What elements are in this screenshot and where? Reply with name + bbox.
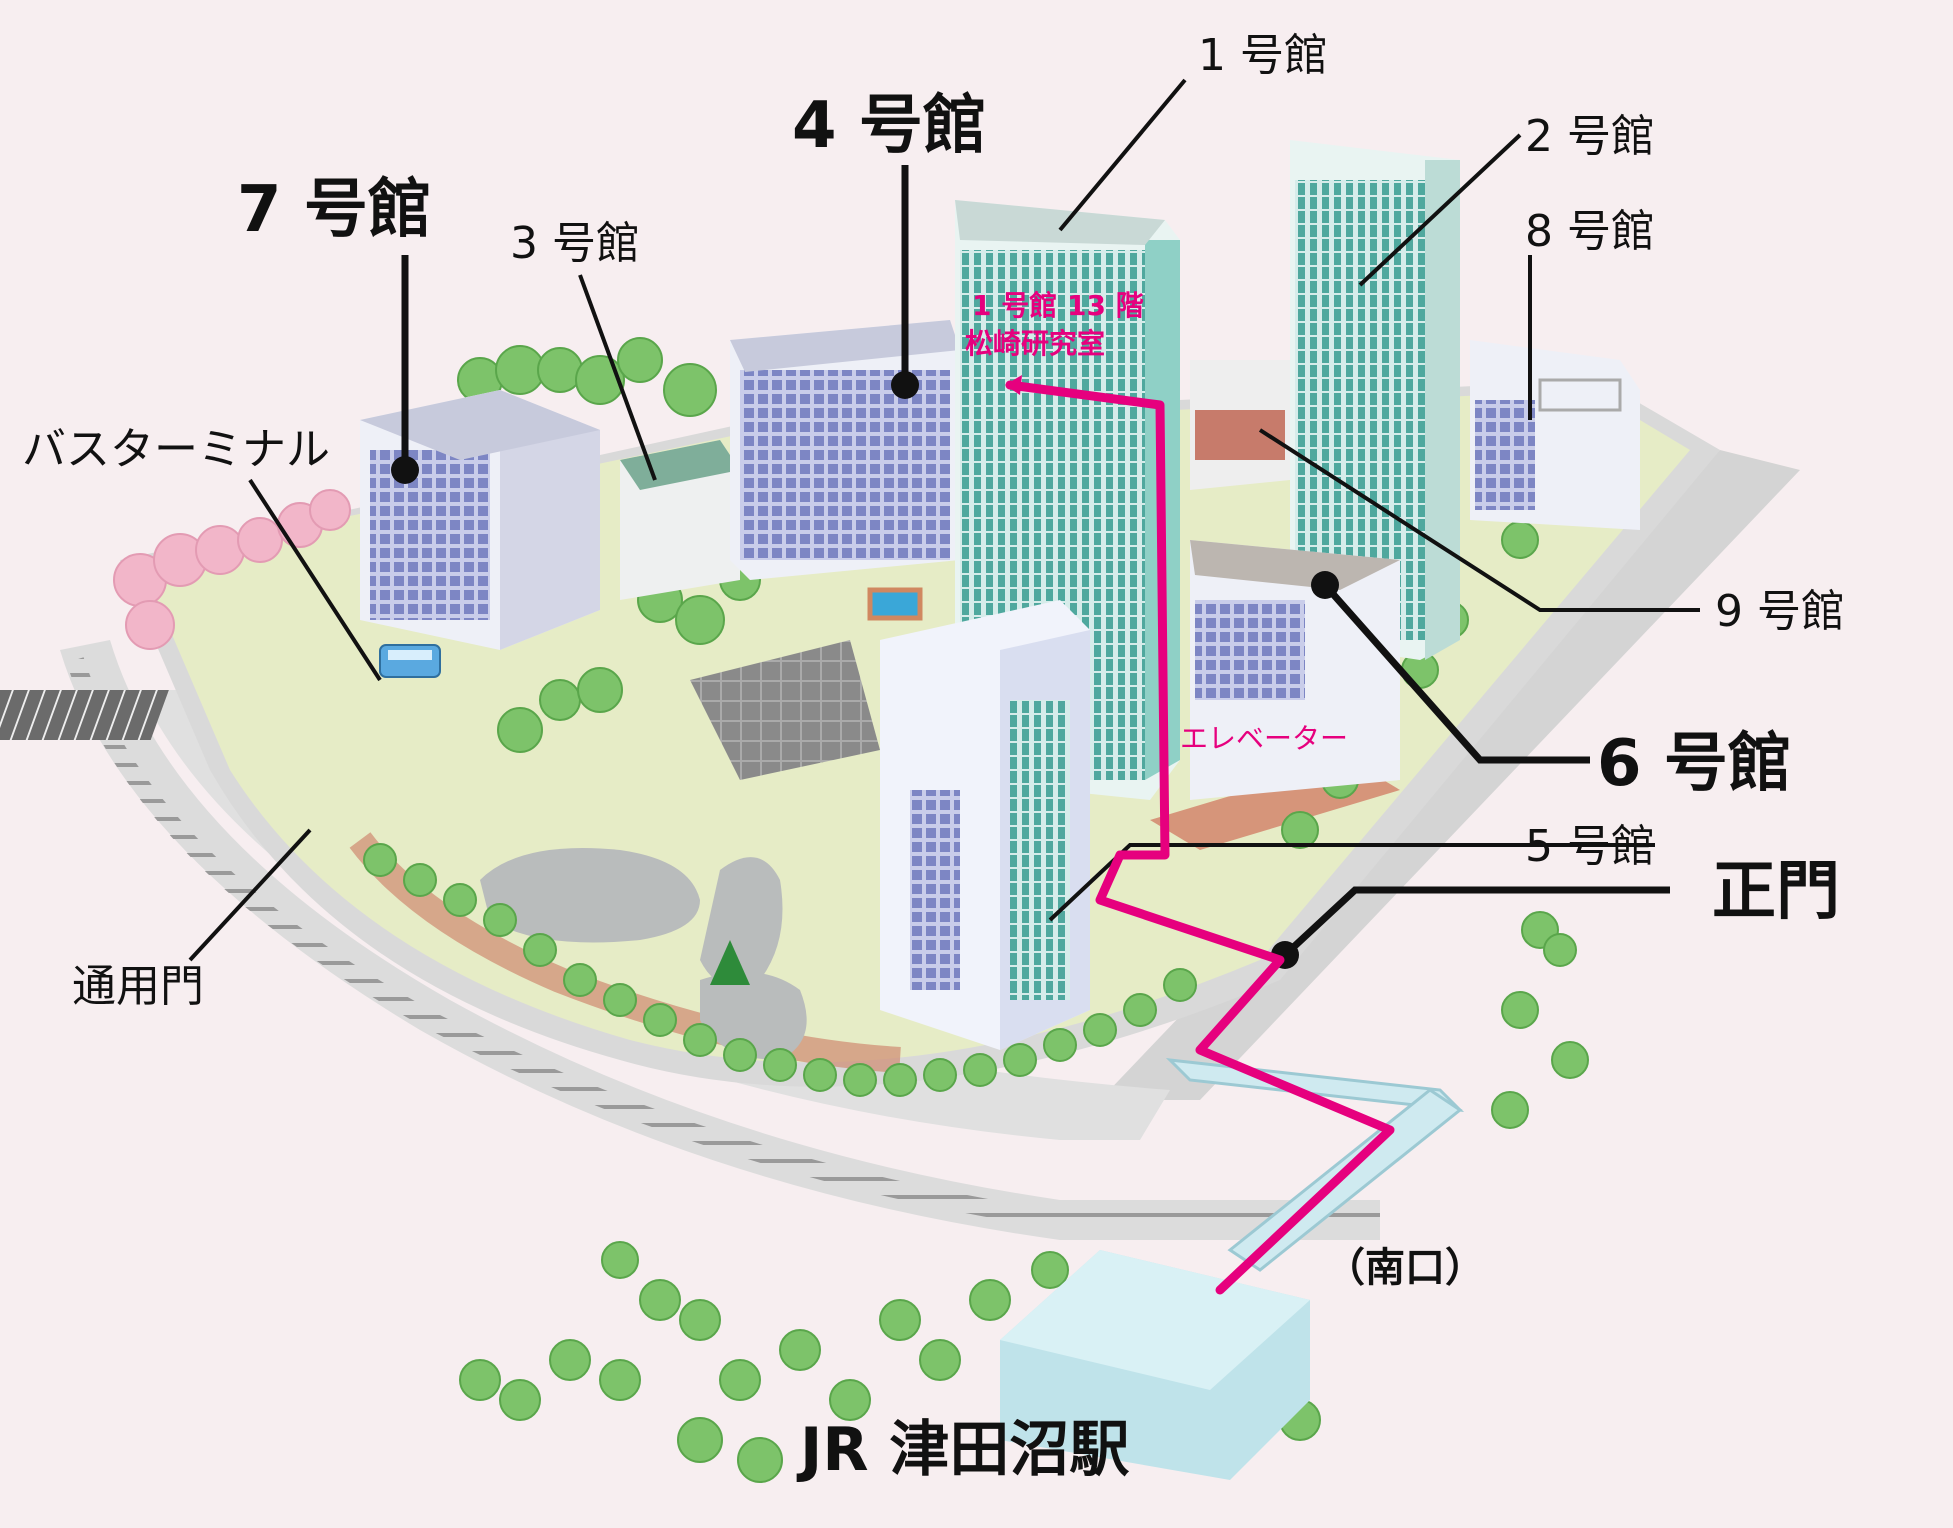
building-2-label: 2 号館 — [1525, 111, 1655, 162]
building-3 — [620, 440, 740, 600]
station-label: JR 津田沼駅 — [800, 1415, 1130, 1485]
destination-lab-label: 松崎研究室 — [965, 327, 1106, 360]
building-8-label: 8 号館 — [1525, 206, 1655, 257]
building-4-label: 4 号館 — [792, 89, 987, 163]
main-gate-label: 正門 — [1712, 855, 1840, 929]
route-arrow-icon — [1005, 375, 1022, 395]
destination-floor-label: 1 号館 13 階 — [972, 289, 1144, 322]
elevator-label: エレベーター — [1180, 722, 1349, 755]
building-7 — [360, 390, 600, 650]
marker-dots — [391, 371, 1339, 969]
garden — [480, 587, 923, 1060]
building-5-label: 5 号館 — [1525, 821, 1655, 872]
building-1-label: 1 号館 — [1198, 30, 1328, 81]
building-9-label: 9 号館 — [1715, 586, 1845, 637]
building-6-label: 6 号館 — [1597, 727, 1792, 801]
building-3-label: 3 号館 — [510, 218, 640, 269]
bus-terminal-label: バスターミナル — [22, 424, 330, 475]
building-4 — [730, 320, 960, 580]
route-line — [1005, 380, 1395, 1295]
sakura-trees — [113, 489, 351, 650]
building-9 — [1190, 360, 1290, 490]
station-building — [1000, 1250, 1310, 1480]
building-8 — [1470, 340, 1640, 530]
leader-lines — [188, 78, 1700, 962]
building-7-label: 7 号館 — [237, 173, 432, 247]
building-5 — [880, 600, 1090, 1050]
building-6 — [1190, 540, 1400, 800]
railway — [60, 640, 1380, 1240]
bus — [379, 644, 441, 678]
side-gate-label: 通用門 — [72, 961, 204, 1012]
parking-lot — [0, 690, 169, 740]
south-exit-label: （南口） — [1325, 1245, 1485, 1291]
plaza — [690, 640, 880, 780]
